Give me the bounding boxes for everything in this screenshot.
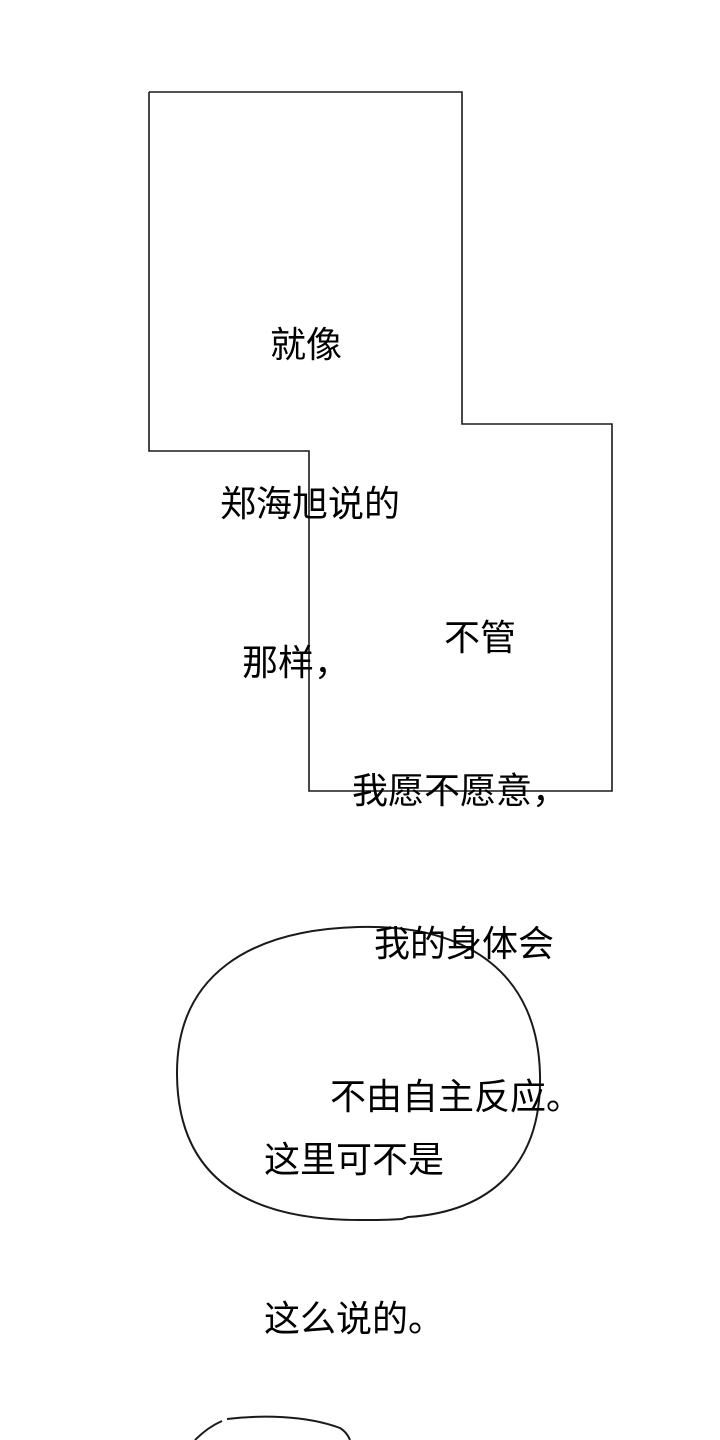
caption-line: 郑海旭说的 [219,484,400,525]
caption-line: 不管 [443,618,516,659]
caption-line: 那样， [242,643,351,684]
speech-bubble-2-outline [194,1415,351,1440]
speech-line: 这么说的。 [264,1299,445,1340]
speech-bubble-1-text: 这里可不是 这么说的。 [264,1028,504,1399]
caption-line: 我愿不愿意， [352,771,569,812]
caption-box-2-text: 不管 我愿不愿意， 我的身体会 不由自主反应。 [330,506,610,1177]
speech-line: 这里可不是 [264,1140,445,1181]
caption-box-1-text: 就像 郑海旭说的 那样， [200,213,420,743]
speech-bubble-1-outline [175,925,542,1222]
caption-line: 就像 [269,325,342,366]
caption-line: 不由自主反应。 [330,1077,583,1118]
caption-line: 我的身体会 [374,924,555,965]
caption-box-1-outline [148,91,613,792]
